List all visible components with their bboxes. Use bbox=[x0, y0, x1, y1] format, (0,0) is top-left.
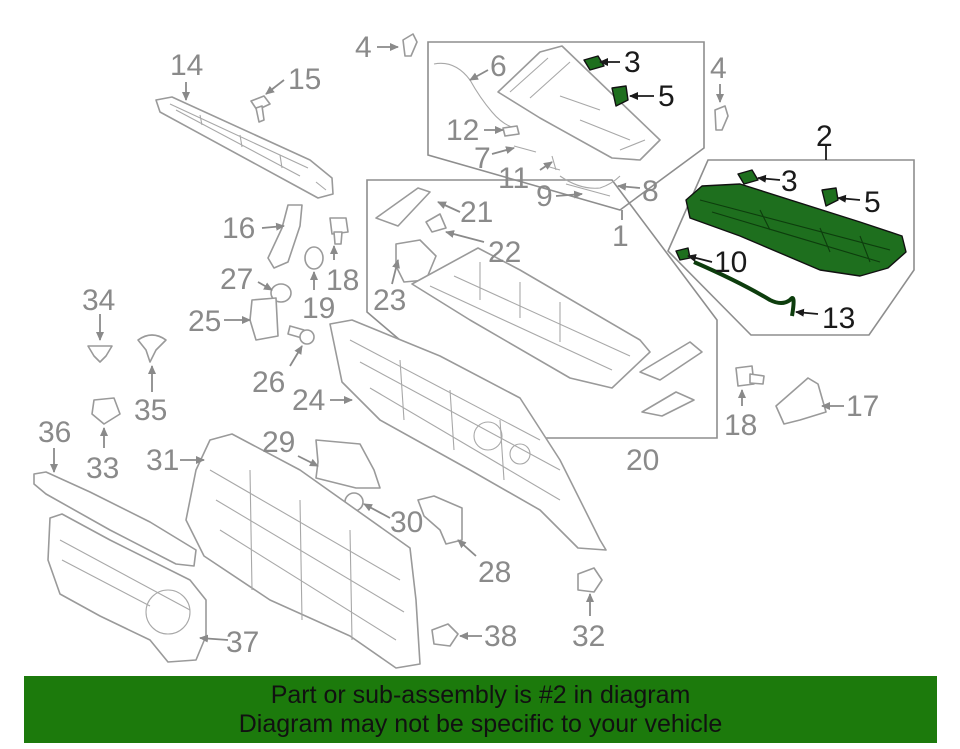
callout-5-group-2: 5 bbox=[864, 186, 881, 219]
part-38-nut bbox=[431, 623, 459, 647]
callout-38: 38 bbox=[484, 620, 517, 653]
callout-24: 24 bbox=[292, 384, 325, 417]
callout-14: 14 bbox=[170, 49, 203, 82]
callout-29: 29 bbox=[262, 426, 295, 459]
part-25-bracket bbox=[249, 297, 279, 341]
group-1-outline bbox=[427, 41, 705, 211]
callout-16: 16 bbox=[222, 212, 255, 245]
part-29-bracket bbox=[315, 439, 381, 489]
callout-23: 23 bbox=[373, 284, 406, 317]
part-33-clip bbox=[91, 397, 121, 425]
callout-1: 1 bbox=[612, 220, 629, 253]
part-26-bolt bbox=[287, 325, 315, 345]
callout-20: 20 bbox=[626, 444, 659, 477]
part-37-insulator bbox=[47, 513, 207, 663]
callout-30: 30 bbox=[390, 506, 423, 539]
part-31-insulator bbox=[185, 433, 421, 669]
banner-line-part-number: Part or sub-assembly is #2 in diagram bbox=[270, 680, 691, 709]
callout-34: 34 bbox=[82, 284, 115, 317]
callout-10: 10 bbox=[714, 246, 747, 279]
part-4-clip-right bbox=[714, 105, 729, 131]
callout-18-right: 18 bbox=[724, 409, 757, 442]
part-14-beam bbox=[155, 96, 334, 199]
callout-27: 27 bbox=[220, 263, 253, 296]
part-4-clip-top bbox=[402, 33, 418, 57]
callout-28: 28 bbox=[478, 556, 511, 589]
part-2-cowl-top-panel bbox=[675, 169, 907, 317]
callout-3-group-1: 3 bbox=[624, 46, 641, 79]
group-20-parts bbox=[375, 187, 703, 417]
callout-25: 25 bbox=[188, 305, 221, 338]
callout-21: 21 bbox=[460, 196, 493, 229]
part-3-clip-highlight bbox=[583, 55, 605, 71]
callout-26: 26 bbox=[252, 366, 285, 399]
part-28-bracket bbox=[417, 495, 463, 545]
part-5-clip-highlight bbox=[611, 85, 629, 107]
part-34-clip bbox=[87, 345, 113, 363]
callout-6: 6 bbox=[490, 50, 507, 83]
callout-8: 8 bbox=[642, 175, 659, 208]
callout-36: 36 bbox=[38, 416, 71, 449]
leader-lines bbox=[50, 43, 861, 643]
callout-9: 9 bbox=[536, 180, 553, 213]
group-20-outline bbox=[366, 179, 718, 439]
callout-18-left: 18 bbox=[326, 264, 359, 297]
callout-31: 31 bbox=[146, 444, 179, 477]
callout-4-right: 4 bbox=[710, 52, 727, 85]
callout-17: 17 bbox=[846, 390, 879, 423]
group-2-outline bbox=[667, 159, 915, 336]
part-17-bracket bbox=[775, 377, 827, 425]
part-18-bolt-left bbox=[329, 217, 349, 245]
callout-33: 33 bbox=[86, 452, 119, 485]
callout-15: 15 bbox=[288, 63, 321, 96]
part-32-nut bbox=[577, 567, 603, 593]
callout-11: 11 bbox=[498, 162, 529, 195]
part-24-dash-panel bbox=[329, 319, 607, 551]
part-19-nut bbox=[304, 246, 324, 270]
callout-32: 32 bbox=[572, 620, 605, 653]
callout-4-top: 4 bbox=[355, 31, 372, 64]
group-1-parts bbox=[433, 45, 661, 197]
info-banner: Part or sub-assembly is #2 in diagram Di… bbox=[24, 676, 937, 743]
callout-13: 13 bbox=[822, 302, 855, 335]
banner-line-disclaimer: Diagram may not be specific to your vehi… bbox=[238, 709, 723, 738]
callout-5-group-1: 5 bbox=[658, 80, 675, 113]
callout-37: 37 bbox=[226, 626, 259, 659]
callout-3-group-2: 3 bbox=[781, 165, 798, 198]
callout-19: 19 bbox=[302, 292, 335, 325]
callout-7: 7 bbox=[474, 142, 491, 175]
part-36-panel bbox=[33, 471, 197, 567]
callout-2: 2 bbox=[816, 120, 833, 153]
part-15-bolt bbox=[250, 95, 271, 123]
part-35-clip bbox=[137, 334, 167, 363]
callout-35: 35 bbox=[134, 394, 167, 427]
part-16-bracket bbox=[267, 204, 303, 269]
part-18-bolt-right bbox=[735, 365, 765, 387]
callout-12: 12 bbox=[446, 114, 479, 147]
callout-22: 22 bbox=[488, 236, 521, 269]
